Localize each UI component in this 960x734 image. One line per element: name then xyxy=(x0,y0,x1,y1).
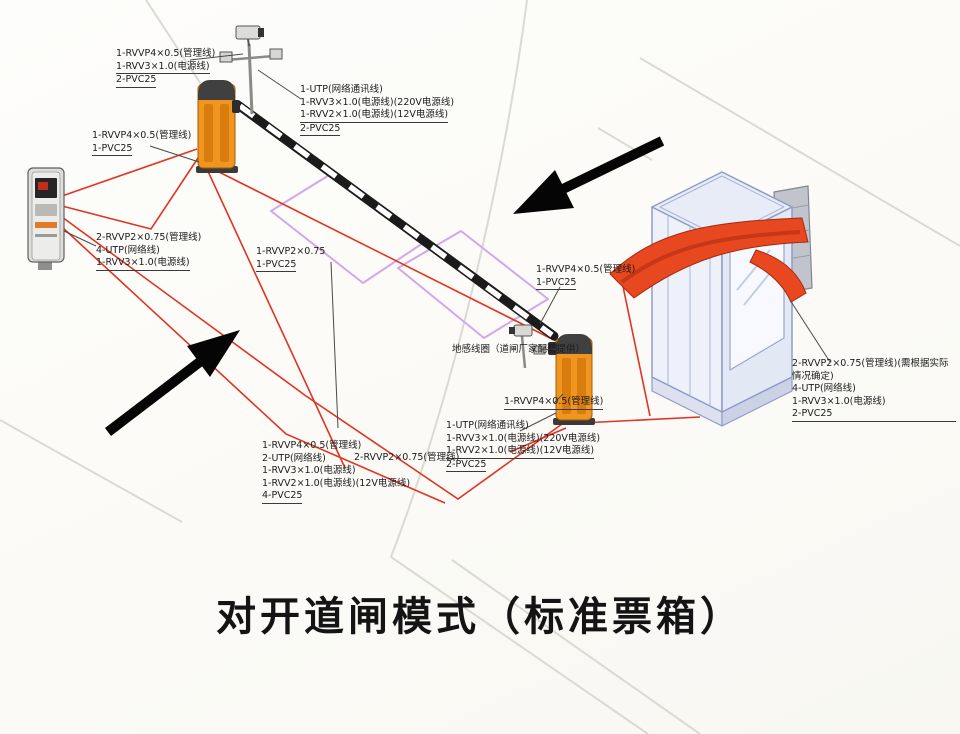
label-line: 1-RVV3×1.0(电源线) xyxy=(262,465,356,477)
label-line: 1-UTP(网络通讯线) xyxy=(300,84,383,95)
label-line: 1-PVC25 xyxy=(536,277,577,291)
label-camera-cables: 1-RVVP4×0.5(管理线) 1-RVV3×1.0(电源线) 2-PVC25 xyxy=(116,48,215,88)
label-line: 1-UTP(网络通讯线) xyxy=(446,420,529,431)
label-line: 1-RVVP2×0.75 xyxy=(256,246,326,257)
leader-line xyxy=(539,286,561,325)
label-line: 1-RVV2×1.0(电源线)(12V电源线) xyxy=(262,477,411,489)
label-gate1-mgmt: 1-RVVP4×0.5(管理线) 1-PVC25 xyxy=(92,130,192,157)
label-line: 1-RVVP4×0.5(管理线) xyxy=(92,130,192,141)
label-line: 1-RVV2×1.0(电源线)(12V电源线) xyxy=(446,445,595,459)
leader-line xyxy=(189,53,244,61)
arrow-inbound-icon xyxy=(513,136,665,214)
label-line: 1-RVV3×1.0(电源线) xyxy=(96,257,190,271)
label-line: 1-PVC25 xyxy=(256,259,297,273)
label-line: 4-PVC25 xyxy=(262,490,303,504)
label-line: 1-RVVP4×0.5(管理线) xyxy=(536,264,636,275)
road-line xyxy=(0,419,183,523)
road-line xyxy=(390,556,649,734)
label-line: 1-RVVP4×0.5(管理线) xyxy=(116,48,216,59)
label-line: 1-RVVP4×0.5(管理线) xyxy=(262,440,362,451)
label-booth-cables: 2-RVVP2×0.75(管理线)(需根据实际情况确定) 4-UTP(网络线) … xyxy=(792,358,956,422)
label-line: 2-UTP(网络线) xyxy=(262,452,326,464)
barrier-gate-1 xyxy=(196,80,240,173)
label-line: 1-RVV3×1.0(电源线) xyxy=(116,61,210,75)
leader-line xyxy=(519,412,557,432)
label-line: 4-UTP(网络线) xyxy=(96,244,160,256)
label-line: 2-PVC25 xyxy=(792,408,956,422)
label-line: 1-RVV3×1.0(电源线)(220V电源线) xyxy=(300,96,455,108)
cable-line xyxy=(61,226,446,504)
label-gate2-cables: 1-UTP(网络通讯线) 1-RVV3×1.0(电源线)(220V电源线) 1-… xyxy=(446,420,601,473)
guard-booth xyxy=(651,171,793,427)
leader-line xyxy=(257,69,302,100)
label-bottom-extra: 2-RVVP2×0.75(管理线) xyxy=(354,452,459,465)
camera-icon xyxy=(235,25,261,40)
label-line: 1-RVVP4×0.5(管理线) xyxy=(504,396,604,410)
label-line: 2-RVVP2×0.75(管理线) xyxy=(96,232,202,243)
cable-line xyxy=(619,271,651,417)
road-line xyxy=(451,559,701,734)
ticket-slot xyxy=(35,204,57,216)
label-line: 4-UTP(网络线) xyxy=(792,383,856,395)
road-line xyxy=(639,57,960,247)
leader-line xyxy=(63,230,97,247)
leader-line xyxy=(330,261,339,429)
label-island-cable: 1-RVVP2×0.75 1-PVC25 xyxy=(256,246,326,273)
label-dispenser-cables: 2-RVVP2×0.75(管理线) 4-UTP(网络线) 1-RVV3×1.0(… xyxy=(96,232,201,271)
label-line: 1-RVV2×1.0(电源线)(12V电源线) xyxy=(300,109,449,123)
label-gate1-cables: 1-UTP(网络通讯线) 1-RVV3×1.0(电源线)(220V电源线) 1-… xyxy=(300,84,455,137)
label-bottom-bundle: 1-RVVP4×0.5(管理线) 2-UTP(网络线) 1-RVV3×1.0(电… xyxy=(262,440,410,504)
label-line: 地感线圈（道闸厂家配套提供） xyxy=(452,344,586,355)
arm-hinge xyxy=(548,342,557,355)
cable-line xyxy=(509,427,567,453)
label-line: 2-RVVP2×0.75(管理线)(需根据实际情况确定) xyxy=(792,358,949,382)
direction-arrows xyxy=(104,136,665,436)
label-line: 2-PVC25 xyxy=(446,459,487,473)
cable-line xyxy=(206,165,557,342)
arrow-outbound-icon xyxy=(104,330,240,436)
barrier-gate-2 xyxy=(548,334,595,425)
ticket-dispenser xyxy=(27,167,65,270)
arm-hinge xyxy=(232,100,240,113)
label-ground-coil: 地感线圈（道闸厂家配套提供） xyxy=(452,344,585,357)
label-line: 1-RVV3×1.0(电源线) xyxy=(792,395,886,407)
label-line: 1-PVC25 xyxy=(92,143,133,157)
leader-line xyxy=(553,393,564,404)
leader-line xyxy=(149,145,200,163)
label-gate2-mgmt: 1-RVVP4×0.5(管理线) xyxy=(504,396,604,410)
cable-line xyxy=(61,148,198,197)
label-gate2-camera: 1-RVVP4×0.5(管理线) 1-PVC25 xyxy=(536,264,636,291)
label-line: 2-PVC25 xyxy=(300,123,341,137)
label-line: 1-RVV3×1.0(电源线)(220V电源线) xyxy=(446,432,601,444)
label-line: 2-PVC25 xyxy=(116,74,157,88)
cable-line xyxy=(205,166,346,469)
leader-line xyxy=(789,299,831,363)
label-line: 2-RVVP2×0.75(管理线) xyxy=(354,452,460,463)
barrier-arm xyxy=(233,100,559,341)
canopy xyxy=(609,217,809,303)
cable-line xyxy=(61,157,199,230)
road-line xyxy=(145,0,211,99)
leader-line xyxy=(539,348,557,351)
camera-pole xyxy=(219,25,283,115)
gate2-camera xyxy=(509,324,546,369)
diagram-title: 对开道闸模式（标准票箱） xyxy=(216,594,744,640)
leader-lines xyxy=(63,53,831,432)
camera-icon xyxy=(513,324,533,337)
island-outline-2 xyxy=(397,230,549,339)
